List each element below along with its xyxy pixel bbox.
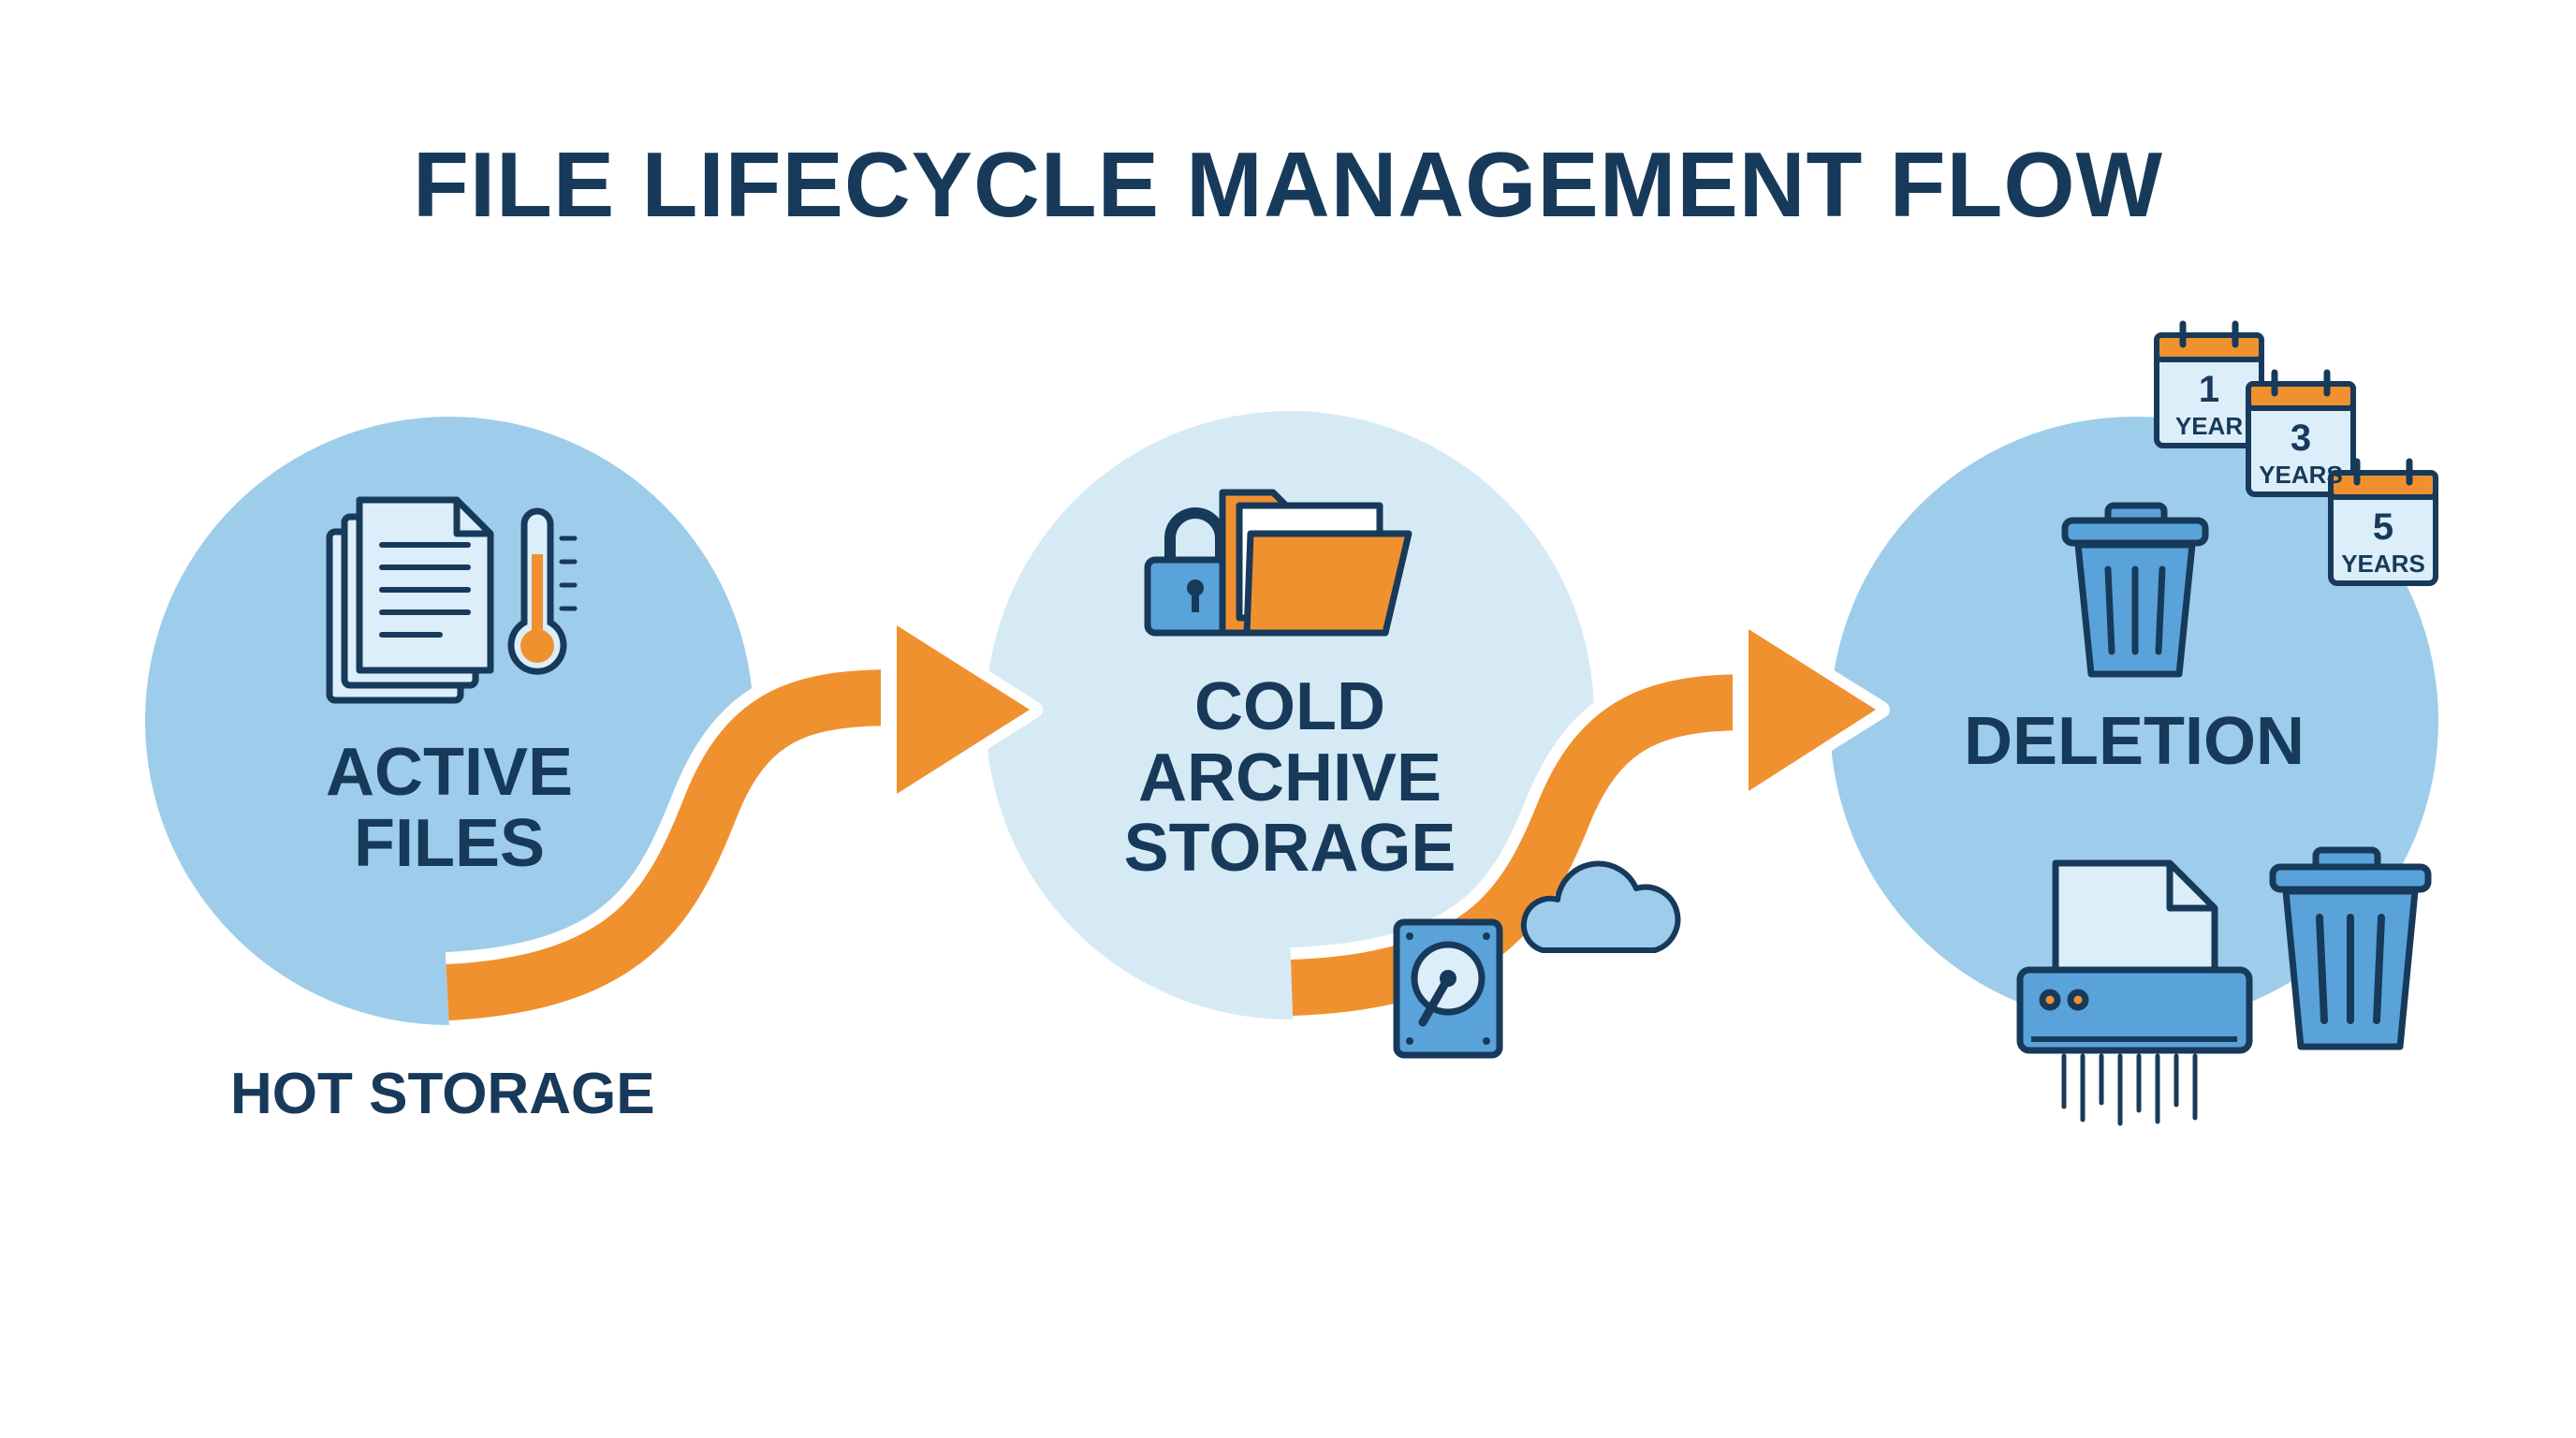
calendar-1-number: 1 bbox=[2198, 369, 2220, 410]
flow-arrow-1 bbox=[445, 609, 1043, 1033]
cold-archive-label-line-3: STORAGE bbox=[1123, 811, 1456, 887]
deletion-label-line-1: DELETION bbox=[1963, 704, 2305, 779]
folder-icon bbox=[1219, 489, 1412, 637]
cold-archive-circle bbox=[986, 411, 1594, 1020]
active-files-label: ACTIVE FILES bbox=[309, 735, 590, 881]
deletion-label: DELETION bbox=[1947, 708, 2321, 775]
calendar-icon-1-year bbox=[2154, 320, 2264, 448]
calendar-icon-5-years bbox=[2328, 458, 2438, 586]
cold-archive-label-line-1: COLD bbox=[1194, 669, 1385, 744]
trash-can-icon bbox=[2061, 502, 2209, 678]
thermometer-icon bbox=[507, 507, 578, 675]
document-stack-icon bbox=[326, 496, 494, 704]
cold-archive-label-line-2: ARCHIVE bbox=[1137, 740, 1442, 815]
cloud-icon bbox=[1520, 860, 1681, 953]
cold-archive-label: COLD ARCHIVE STORAGE bbox=[1103, 669, 1477, 887]
active-files-label-line-1: ACTIVE bbox=[325, 735, 574, 810]
active-files-label-line-2: FILES bbox=[353, 805, 545, 881]
calendar-icon-3-years bbox=[2246, 369, 2356, 497]
hot-storage-caption: HOT STORAGE bbox=[230, 1062, 655, 1126]
trash-can-icon-large bbox=[2269, 846, 2432, 1050]
calendar-3-unit: YEARS bbox=[2259, 461, 2343, 489]
active-files-circle bbox=[145, 417, 754, 1025]
calendar-5-number: 5 bbox=[2372, 506, 2394, 548]
calendar-1-unit: YEAR bbox=[2174, 412, 2244, 440]
diagram-title: FILE LIFECYCLE MANAGEMENT FLOW bbox=[412, 133, 2164, 236]
calendar-5-unit: YEARS bbox=[2341, 550, 2425, 578]
calendar-3-number: 3 bbox=[2290, 418, 2312, 459]
hard-drive-icon bbox=[1393, 918, 1503, 1059]
paper-shredder-icon bbox=[2016, 859, 2253, 1126]
